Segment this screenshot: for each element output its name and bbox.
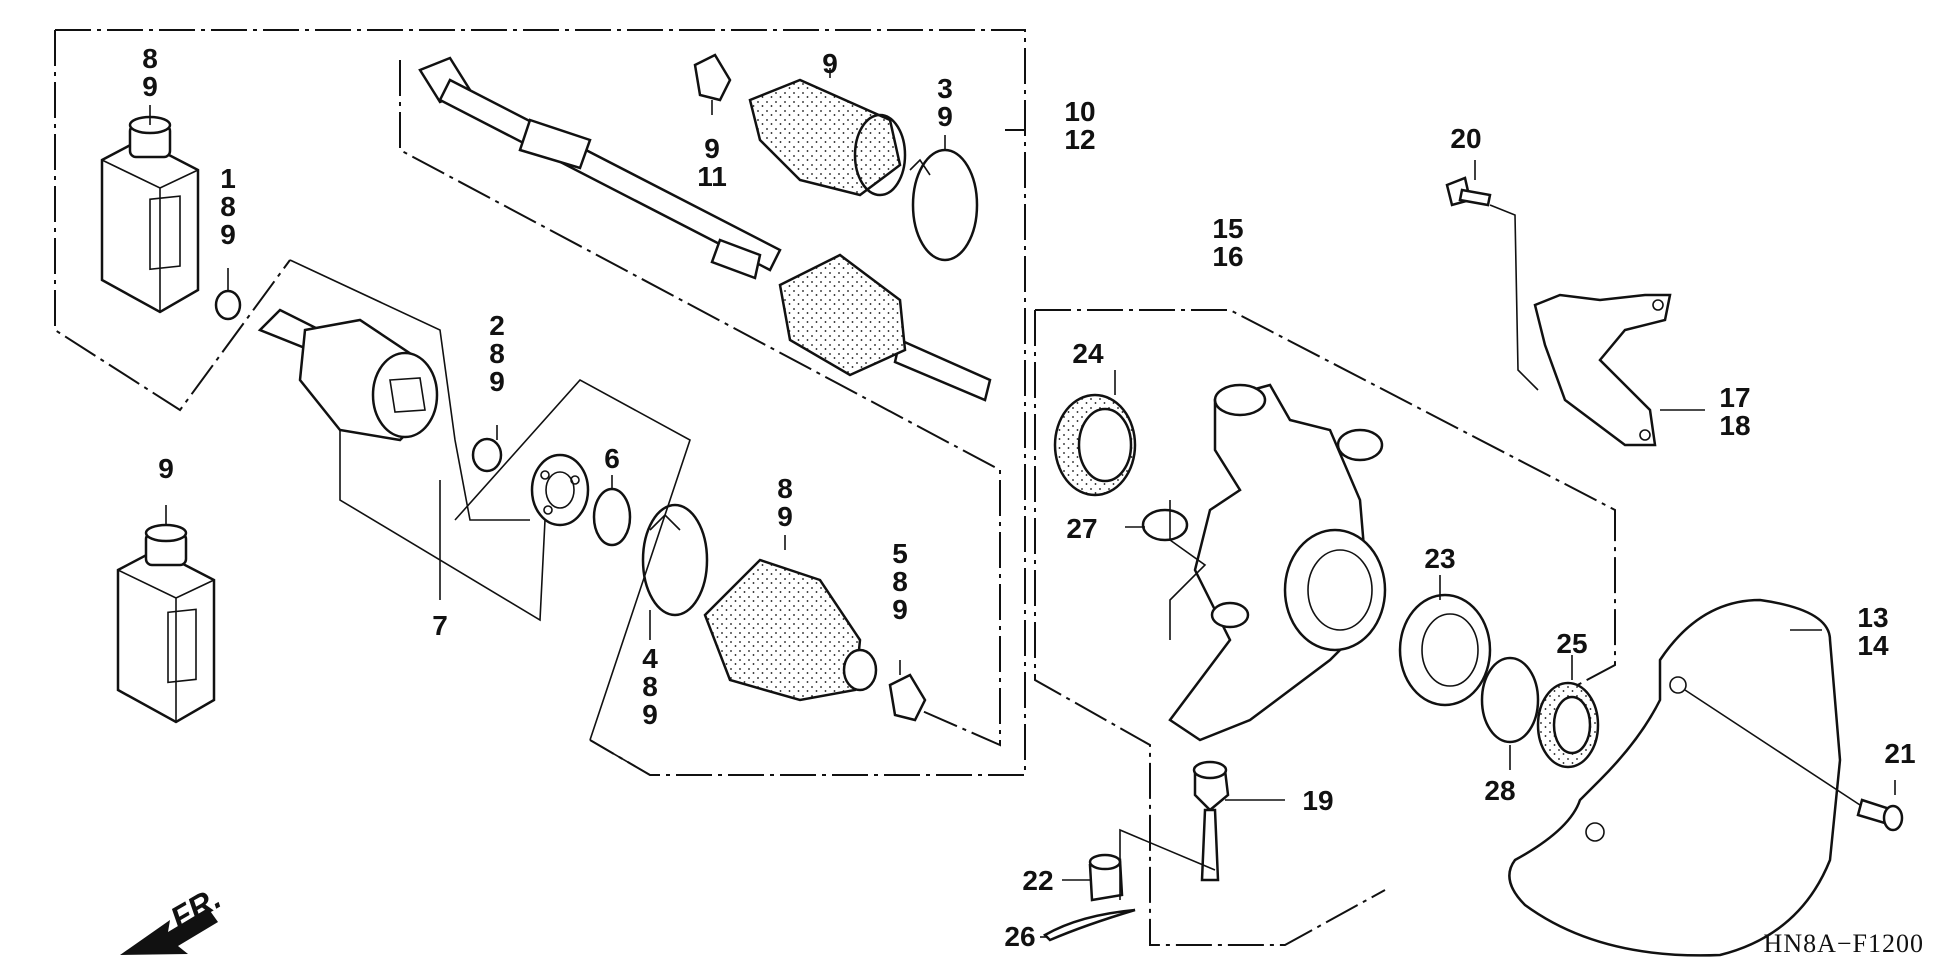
callout-7: 7 [432,610,448,641]
outer-boot [778,253,907,377]
inner-joint-housing [257,308,439,442]
grease-bottle-2 [116,523,216,724]
callout-21: 21 [1884,738,1916,769]
oil-seal-24 [1053,393,1137,497]
callout-9-oil2: 9 [158,453,174,484]
boot-band-4 [641,503,709,617]
callout-27: 27 [1066,513,1098,544]
clip-top [693,53,732,102]
group-outline-knuckle [1034,309,1616,946]
callout-19: 19 [1302,785,1334,816]
bearing-23 [1398,593,1492,707]
drive-shaft [418,56,992,402]
leader-lines [149,68,1896,938]
clip-5 [888,673,927,722]
bolt-21 [1856,798,1904,832]
brake-hose-bracket-17-18 [1533,293,1672,447]
snap-ring-2 [471,437,503,473]
bearing-cage [530,453,590,527]
callout-23: 23 [1424,543,1456,574]
front-arrow-icon [120,908,218,955]
callout-24: 24 [1072,338,1104,369]
castle-nut-22 [1088,853,1124,902]
snap-ring-1 [214,289,242,321]
oil-seal-25 [1536,681,1600,769]
knuckle [1168,383,1387,742]
snap-ring-27 [1141,508,1189,542]
diagram-code: HN8A−F1200 [1763,929,1924,958]
inner-boot [703,558,878,702]
callout-26: 26 [1004,921,1036,952]
callout-25: 25 [1556,628,1588,659]
snap-ring-28 [1480,656,1540,744]
brake-disc-cover-13-14 [1508,598,1842,957]
callout-22: 22 [1022,865,1054,896]
cotter-pin-26 [1042,908,1136,942]
snap-ring-6 [592,487,632,547]
ball-joint-19 [1192,760,1230,882]
boot-band-top [909,148,979,262]
boot-top [748,78,907,197]
bolt-20 [1445,176,1492,207]
callout-6: 6 [604,443,620,474]
callout-20: 20 [1450,123,1482,154]
grease-bottle-1 [100,115,200,314]
callout-9-boot: 9 [822,48,838,79]
callout-28: 28 [1484,775,1516,806]
